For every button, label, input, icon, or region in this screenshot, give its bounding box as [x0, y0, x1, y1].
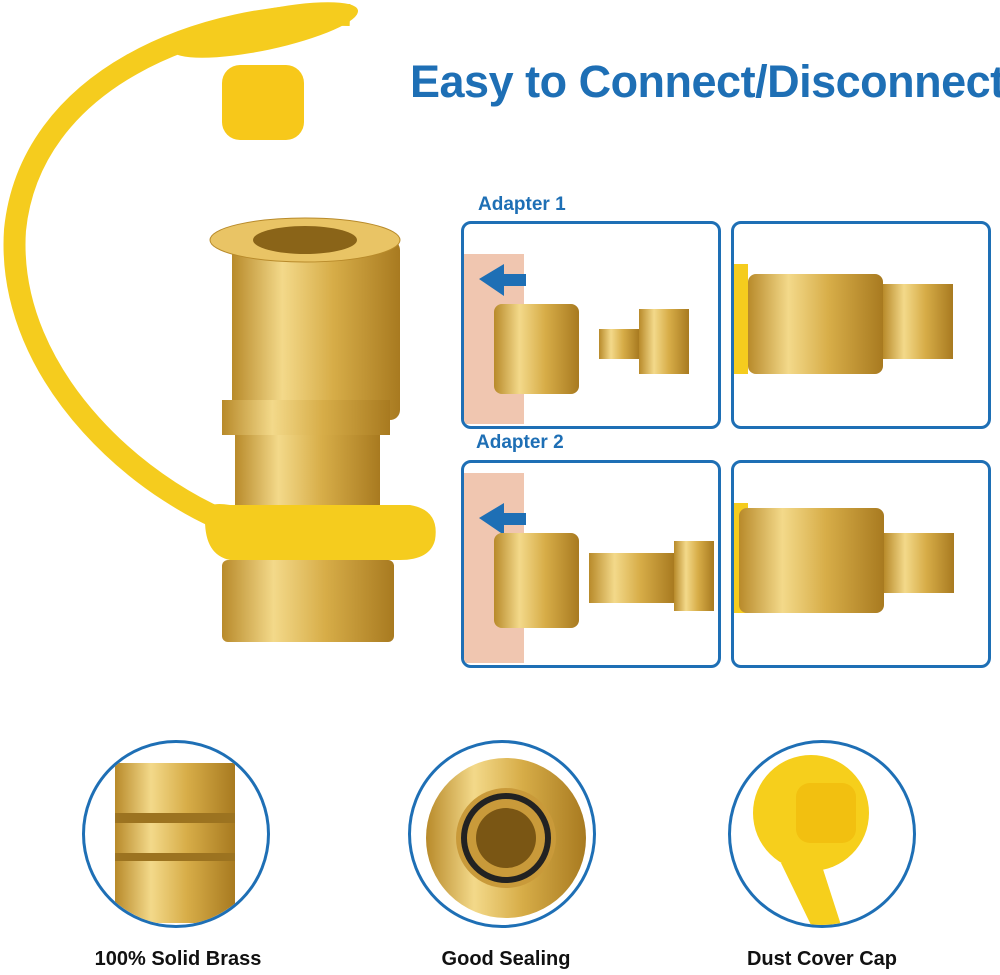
arrow-left-icon: [479, 264, 526, 296]
feature-label-good-sealing: Good Sealing: [441, 948, 571, 970]
brass-body-icon: [82, 740, 270, 928]
adapter-1-disconnected-panel: [461, 221, 721, 429]
adapter-1-label: Adapter 1: [478, 194, 566, 215]
quick-connect-fitting-image: [3, 2, 436, 642]
adapter-1-connected-panel: [731, 221, 991, 429]
adapter-2-label: Adapter 2: [476, 432, 564, 453]
dust-cap-icon: [728, 740, 916, 928]
feature-label-dust-cover-cap: Dust Cover Cap: [746, 948, 898, 970]
seal-icon: [408, 740, 596, 928]
feature-label-solid-brass: 100% Solid Brass: [94, 948, 262, 970]
arrow-left-icon: [479, 503, 526, 535]
headline: Easy to Connect/Disconnect: [410, 56, 1000, 107]
adapter-2-disconnected-panel: [461, 460, 721, 668]
adapter-2-connected-panel: [731, 460, 991, 668]
